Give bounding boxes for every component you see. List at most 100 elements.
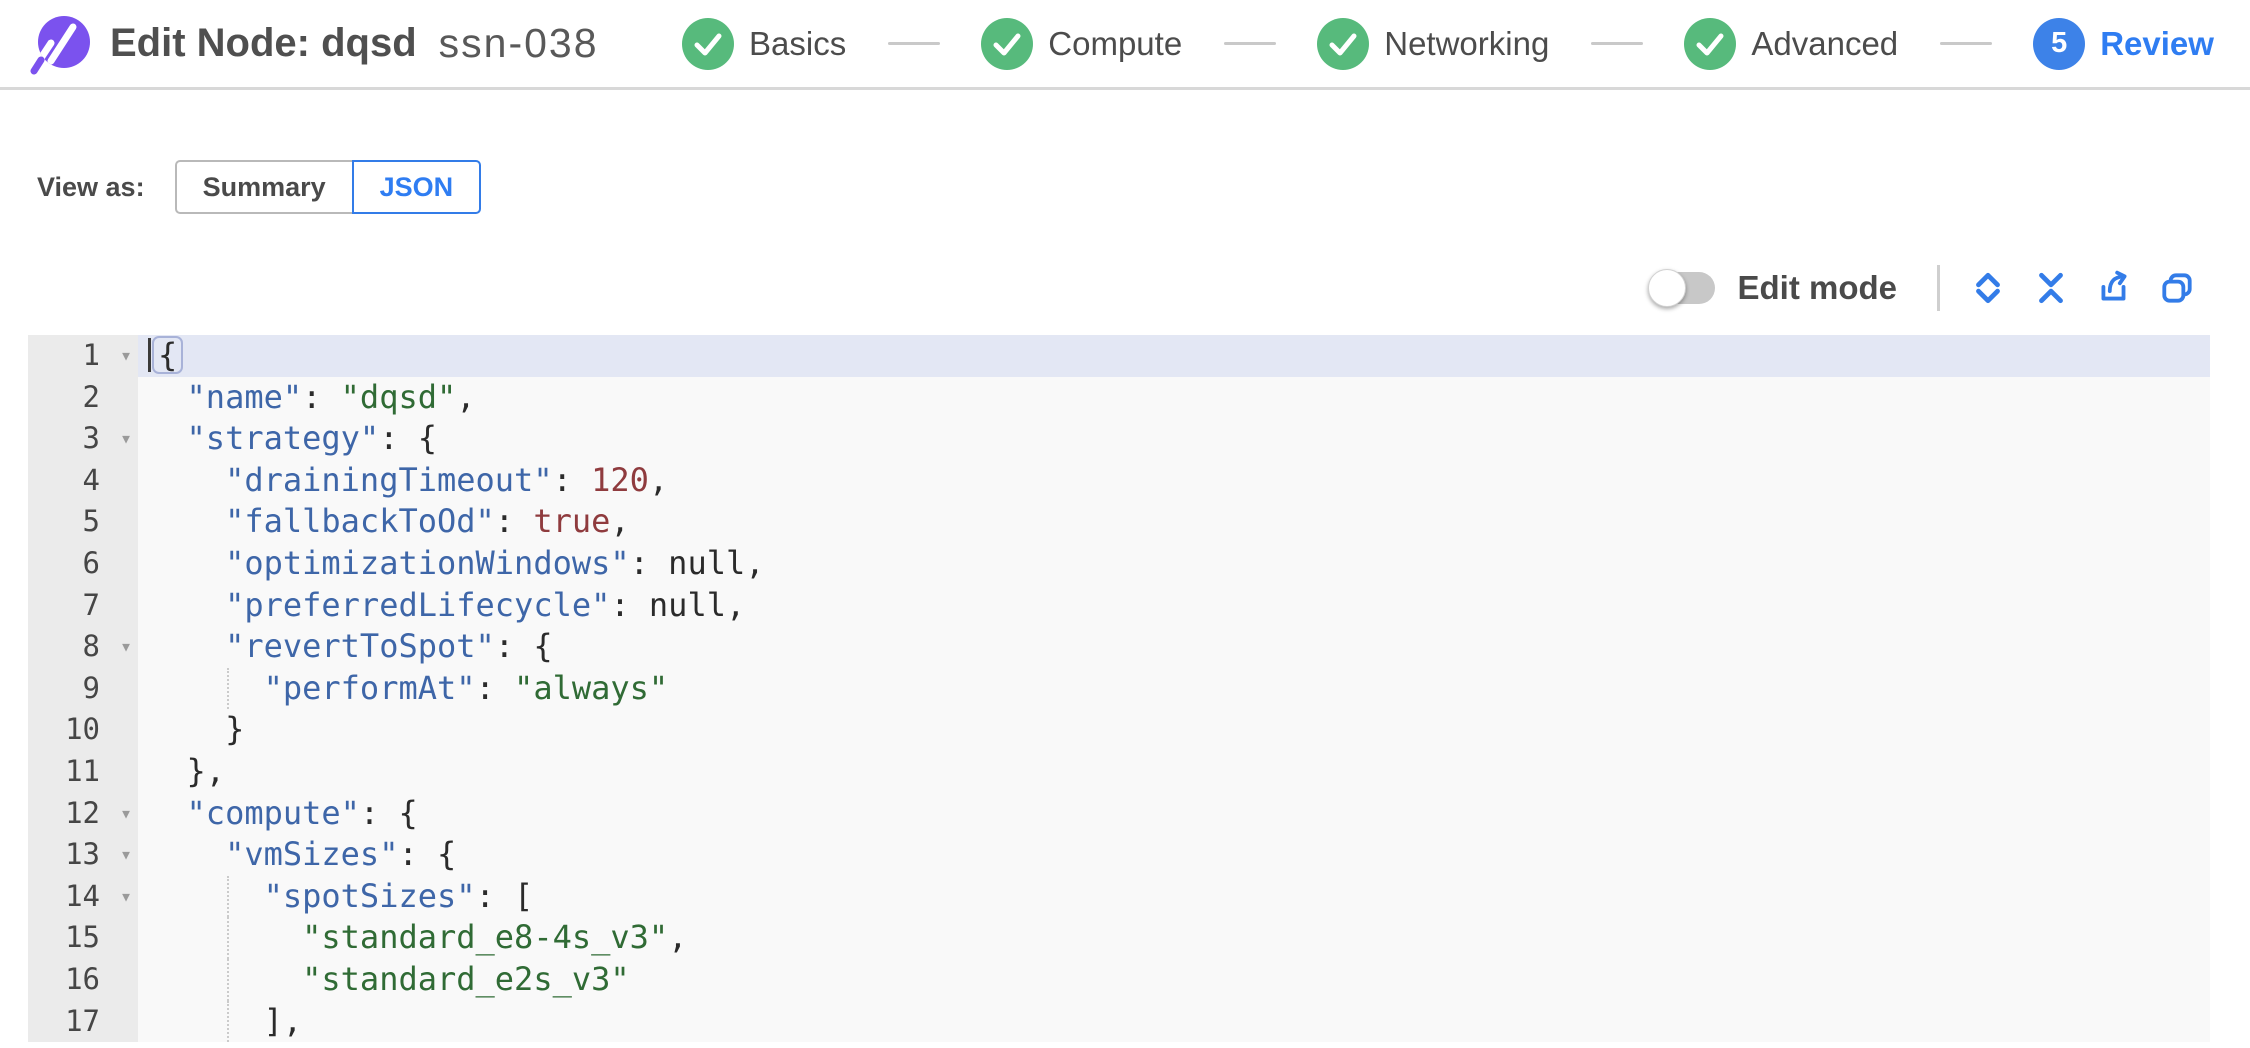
indent-guide [227, 667, 229, 710]
code-line-16[interactable]: 16 "standard_e2s_v3" [28, 958, 2210, 1001]
code-content[interactable]: "compute": { [138, 792, 2210, 835]
copy-button[interactable] [2159, 270, 2195, 306]
token-pun [148, 419, 187, 457]
json-tab[interactable]: JSON [351, 160, 482, 214]
code-line-9[interactable]: 9 "performAt": "always" [28, 667, 2210, 710]
code-line-4[interactable]: 4 "drainingTimeout": 120, [28, 459, 2210, 502]
code-content[interactable]: }, [138, 750, 2210, 793]
fold-arrow-icon[interactable]: ▾ [119, 634, 132, 659]
token-str: "standard_e2s_v3" [302, 959, 630, 998]
fold-arrow-icon[interactable]: ▾ [119, 343, 132, 367]
token-null: null [648, 585, 726, 624]
token-key: "compute" [186, 793, 360, 832]
code-content[interactable]: "standard_e2s_v3" [138, 958, 2210, 1001]
indent-guide [227, 875, 229, 918]
fold-arrow-icon[interactable]: ▾ [119, 426, 132, 451]
code-content[interactable]: "name": "dqsd", [138, 376, 2210, 419]
line-number: 16 [28, 958, 138, 1001]
token-pun: { [152, 336, 184, 374]
toolbar-divider [1937, 265, 1940, 311]
step-label: Review [2100, 24, 2214, 62]
code-line-8[interactable]: 8▾ "revertToSpot": { [28, 626, 2210, 668]
toggle-knob [1648, 269, 1687, 307]
fold-arrow-icon[interactable]: ▾ [119, 883, 132, 908]
token-pun: }, [148, 751, 226, 790]
code-content[interactable]: "preferredLifecycle": null, [138, 584, 2210, 627]
token-pun: , [648, 460, 669, 499]
spot-logo-icon [30, 15, 90, 74]
line-number: 14▾ [28, 875, 138, 918]
code-editor[interactable]: 1▾ {2 "name": "dqsd",3▾ "strategy": {4 "d… [28, 335, 2210, 1043]
token-key: "drainingTimeout" [225, 460, 553, 499]
code-content[interactable]: { [138, 335, 2210, 377]
code-line-12[interactable]: 12▾ "compute": { [28, 792, 2210, 835]
step-label: Advanced [1751, 24, 1899, 62]
line-number: 7 [28, 584, 138, 627]
view-as-toggle-group: Summary JSON [174, 160, 482, 214]
step-compute[interactable]: Compute [981, 17, 1182, 70]
code-line-11[interactable]: 11 }, [28, 750, 2210, 793]
token-key: "performAt" [263, 668, 476, 707]
token-pun: : { [379, 419, 437, 458]
line-number: 1▾ [28, 335, 138, 377]
expand-all-button[interactable] [1970, 270, 2006, 306]
export-button[interactable] [2096, 270, 2132, 306]
code-line-2[interactable]: 2 "name": "dqsd", [28, 376, 2210, 419]
code-line-5[interactable]: 5 "fallbackToOd": true, [28, 501, 2210, 543]
code-content[interactable]: "performAt": "always" [138, 667, 2210, 710]
collapse-all-button[interactable] [2033, 270, 2069, 306]
code-line-6[interactable]: 6 "optimizationWindows": null, [28, 542, 2210, 585]
token-pun: , [456, 377, 476, 416]
code-content[interactable]: "vmSizes": { [138, 834, 2210, 876]
token-pun [148, 586, 225, 624]
check-icon [981, 17, 1034, 70]
code-content[interactable]: ], [138, 1000, 2210, 1043]
code-content[interactable]: } [138, 709, 2210, 751]
token-pun: , [610, 502, 630, 541]
code-content[interactable]: "strategy": { [138, 418, 2210, 460]
step-review[interactable]: 5 Review [2033, 17, 2214, 70]
token-pun: : [302, 377, 341, 416]
collapse-icon [2039, 272, 2063, 304]
code-content[interactable]: "optimizationWindows": null, [138, 542, 2210, 585]
step-advanced[interactable]: Advanced [1684, 17, 1899, 70]
code-line-7[interactable]: 7 "preferredLifecycle": null, [28, 584, 2210, 627]
edit-mode-toggle[interactable] [1648, 269, 1716, 307]
view-as-row: View as: Summary JSON [0, 160, 2250, 214]
code-content[interactable]: "standard_e8-4s_v3", [138, 917, 2210, 959]
code-line-13[interactable]: 13▾ "vmSizes": { [28, 834, 2210, 876]
code-line-15[interactable]: 15 "standard_e8-4s_v3", [28, 917, 2210, 959]
code-content[interactable]: "revertToSpot": { [138, 626, 2210, 668]
step-connector [1939, 42, 1992, 45]
token-pun [148, 918, 302, 956]
token-pun [148, 960, 302, 998]
code-line-14[interactable]: 14▾ "spotSizes": [ [28, 875, 2210, 918]
code-line-3[interactable]: 3▾ "strategy": { [28, 418, 2210, 460]
line-number: 13▾ [28, 834, 138, 876]
token-pun [148, 669, 264, 707]
token-pun [148, 627, 225, 665]
fold-arrow-icon[interactable]: ▾ [119, 800, 132, 825]
node-id: ssn-038 [438, 20, 599, 66]
line-number: 3▾ [28, 418, 138, 460]
check-icon [1317, 17, 1370, 70]
token-pun [148, 378, 187, 416]
view-as-label: View as: [37, 171, 145, 202]
code-content[interactable]: "drainingTimeout": 120, [138, 459, 2210, 502]
code-line-10[interactable]: 10 } [28, 709, 2210, 751]
indent-guide [227, 1000, 229, 1043]
step-networking[interactable]: Networking [1317, 17, 1549, 70]
line-number: 12▾ [28, 792, 138, 835]
fold-arrow-icon[interactable]: ▾ [119, 842, 132, 867]
summary-tab[interactable]: Summary [174, 160, 354, 214]
step-basics[interactable]: Basics [682, 17, 846, 70]
token-key: "revertToSpot" [225, 627, 495, 666]
code-line-1[interactable]: 1▾ { [28, 335, 2210, 377]
code-content[interactable]: "spotSizes": [ [138, 875, 2210, 918]
token-pun: , [745, 543, 765, 582]
code-line-17[interactable]: 17 ], [28, 1000, 2210, 1043]
token-pun: : { [359, 793, 418, 832]
line-number: 5 [28, 501, 138, 543]
check-icon [1684, 17, 1737, 70]
code-content[interactable]: "fallbackToOd": true, [138, 501, 2210, 543]
